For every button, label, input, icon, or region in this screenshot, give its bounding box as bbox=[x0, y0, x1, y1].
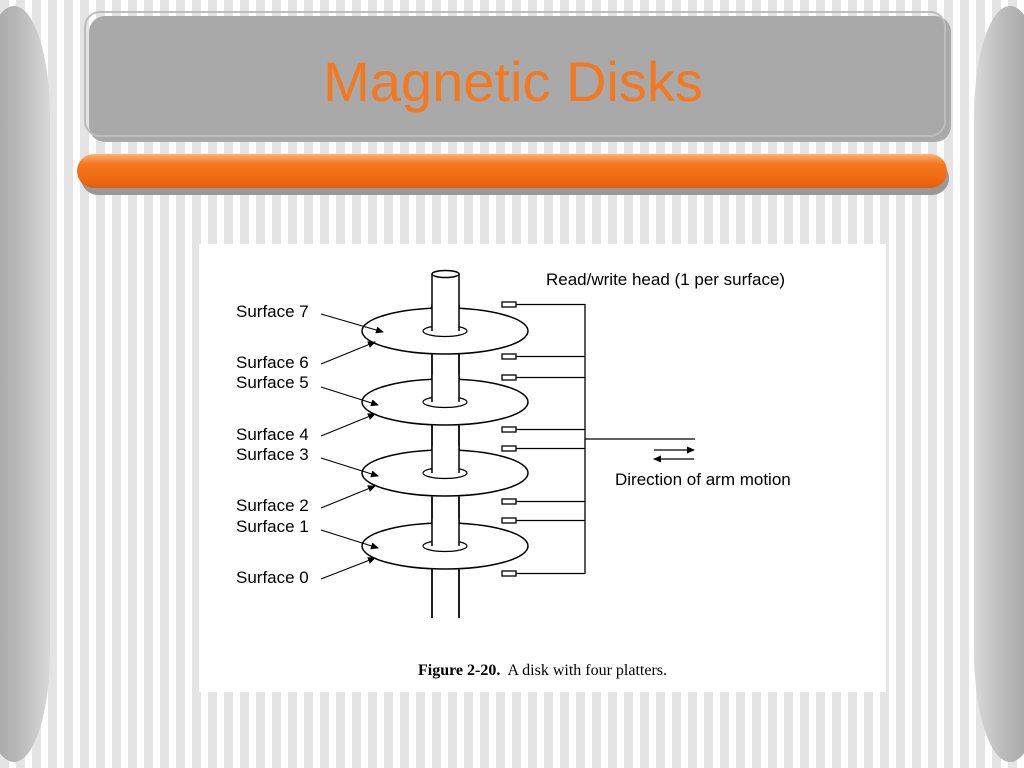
accent-bar bbox=[77, 154, 947, 188]
surface-5-label: Surface 5 bbox=[236, 373, 309, 392]
caption-text: A disk with four platters. bbox=[507, 662, 668, 679]
head-label: Read/write head (1 per surface) bbox=[546, 270, 785, 289]
arm-assembly bbox=[501, 301, 695, 577]
platter-2 bbox=[361, 426, 529, 497]
left-decorative-pillar bbox=[0, 6, 50, 762]
title-box bbox=[84, 11, 946, 137]
surface-3-label: Surface 3 bbox=[236, 445, 309, 464]
caption-number: Figure 2-20. bbox=[417, 662, 501, 679]
surface-4-label: Surface 4 bbox=[236, 425, 309, 444]
slide-title: Magnetic Disks bbox=[323, 50, 703, 113]
surface-1-label: Surface 1 bbox=[236, 517, 309, 536]
figure-caption: Figure 2-20. A disk with four platters. bbox=[199, 662, 886, 680]
arm-motion-arrows bbox=[653, 446, 695, 463]
surface-2-label: Surface 2 bbox=[236, 496, 309, 515]
disk-platter-figure: Read/write head (1 per surface) Directio… bbox=[199, 244, 886, 692]
right-decorative-pillar bbox=[974, 6, 1024, 762]
surface-7-label: Surface 7 bbox=[236, 302, 309, 321]
surface-pointers bbox=[320, 313, 384, 580]
platter-3 bbox=[361, 355, 529, 426]
spindle-bottom bbox=[431, 570, 460, 618]
motion-label: Direction of arm motion bbox=[615, 470, 791, 489]
platter-4 bbox=[361, 304, 529, 355]
disk-diagram: Read/write head (1 per surface) Directio… bbox=[236, 269, 791, 618]
title-box-shadow bbox=[89, 16, 951, 142]
surface-0-label: Surface 0 bbox=[236, 568, 309, 587]
surface-6-label: Surface 6 bbox=[236, 353, 309, 372]
platter-1 bbox=[361, 497, 529, 570]
